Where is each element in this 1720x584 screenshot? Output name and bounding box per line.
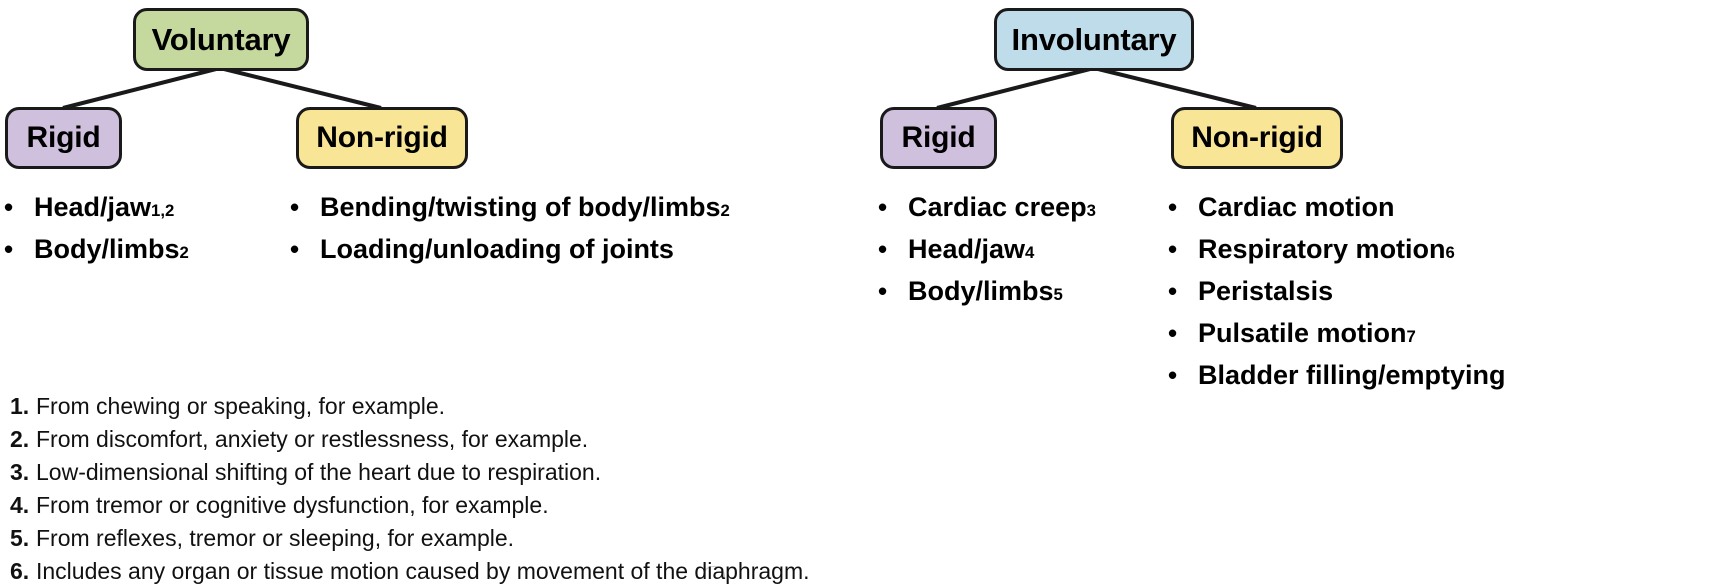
footnote-item: 6.Includes any organ or tissue motion ca… xyxy=(10,555,1003,584)
page-edge-artifact xyxy=(703,566,725,578)
footnote-number: 3. xyxy=(10,459,30,485)
list-item-label: Head/jaw xyxy=(34,192,152,222)
bullet-icon: • xyxy=(4,192,14,222)
list-item-label: Head/jaw xyxy=(908,234,1026,264)
bullet-icon: • xyxy=(290,192,300,222)
bullet-icon: • xyxy=(878,192,888,222)
footnote-item: 4.From tremor or cognitive dysfunction, … xyxy=(10,489,1003,522)
connector-voluntary-to-rigid xyxy=(62,66,221,110)
footnote-text: From tremor or cognitive dysfunction, fo… xyxy=(36,492,549,518)
bullet-icon: • xyxy=(4,234,14,264)
connector-voluntary-to-nonrigid xyxy=(219,66,382,110)
list-item-label: Body/limbs xyxy=(908,276,1054,306)
bullet-icon: • xyxy=(878,276,888,306)
footnote-number: 5. xyxy=(10,525,30,551)
bullet-icon: • xyxy=(1168,360,1178,390)
bullet-icon: • xyxy=(1168,276,1178,306)
footnote-item: 5.From reflexes, tremor or sleeping, for… xyxy=(10,522,1003,555)
footnote-number: 6. xyxy=(10,558,30,584)
list-item: • Bladder filling/emptying xyxy=(1168,354,1506,396)
node-voluntary-rigid[interactable]: Rigid xyxy=(5,107,122,169)
footnote-text: From discomfort, anxiety or restlessness… xyxy=(36,426,589,452)
bullet-icon: • xyxy=(290,234,300,264)
node-voluntary-nonrigid-label: Non-rigid xyxy=(316,121,448,154)
bullet-icon: • xyxy=(878,234,888,264)
list-item-label: Peristalsis xyxy=(1198,276,1334,306)
footnote-text: From reflexes, tremor or sleeping, for e… xyxy=(36,525,515,551)
node-involuntary-nonrigid[interactable]: Non-rigid xyxy=(1171,107,1343,169)
connector-involuntary-to-rigid xyxy=(936,66,1095,110)
bullet-icon: • xyxy=(1168,192,1178,222)
node-involuntary-rigid[interactable]: Rigid xyxy=(880,107,997,169)
footnote-text: From chewing or speaking, for example. xyxy=(36,393,446,419)
list-item-label: Cardiac creep xyxy=(908,192,1087,222)
node-involuntary-label: Involuntary xyxy=(1011,21,1177,57)
bullet-icon: • xyxy=(1168,318,1178,348)
list-item-label: Loading/unloading of joints xyxy=(320,234,674,264)
connector-involuntary-to-nonrigid xyxy=(1093,66,1257,110)
footnote-text: Low-dimensional shifting of the heart du… xyxy=(36,459,602,485)
footnote-number: 1. xyxy=(10,393,30,419)
node-voluntary-label: Voluntary xyxy=(151,21,291,57)
node-involuntary-nonrigid-label: Non-rigid xyxy=(1191,121,1323,154)
list-item-label: Respiratory motion xyxy=(1198,234,1446,264)
list-item-label: Bending/twisting of body/limbs xyxy=(320,192,721,222)
node-voluntary-nonrigid[interactable]: Non-rigid xyxy=(296,107,468,169)
footnote-number: 2. xyxy=(10,426,30,452)
footnote-item: 3.Low-dimensional shifting of the heart … xyxy=(10,456,1003,489)
list-item-label: Pulsatile motion xyxy=(1198,318,1407,348)
footnote-item: 1.From chewing or speaking, for example. xyxy=(10,390,1003,423)
footnote-list: 1.From chewing or speaking, for example.… xyxy=(10,390,1003,584)
node-voluntary[interactable]: Voluntary xyxy=(133,8,309,71)
list-item: • Loading/unloading of joints xyxy=(290,228,730,270)
footnote-number: 4. xyxy=(10,492,30,518)
bullet-icon: • xyxy=(1168,234,1178,264)
footnote-text: Includes any organ or tissue motion caus… xyxy=(36,558,810,584)
list-item: • Peristalsis xyxy=(1168,270,1506,312)
node-voluntary-rigid-label: Rigid xyxy=(26,121,101,154)
node-involuntary-rigid-label: Rigid xyxy=(901,121,976,154)
node-involuntary[interactable]: Involuntary xyxy=(994,8,1194,71)
footnote-item: 2.From discomfort, anxiety or restlessne… xyxy=(10,423,1003,456)
list-item: • Cardiac motion xyxy=(1168,186,1506,228)
list-item-label: Bladder filling/emptying xyxy=(1198,360,1506,390)
list-item-label: Body/limbs xyxy=(34,234,180,264)
list-item-label: Cardiac motion xyxy=(1198,192,1395,222)
